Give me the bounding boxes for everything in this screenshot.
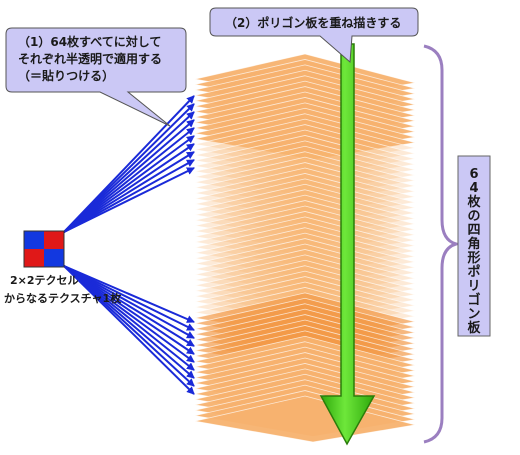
- texture-apply-arrow: [63, 159, 195, 233]
- texel-top-left: [24, 231, 44, 249]
- texture-apply-arrow: [63, 265, 195, 339]
- texture-apply-arrow: [63, 265, 195, 371]
- stack-label-char: リ: [467, 279, 480, 294]
- stack-brace: [423, 44, 462, 444]
- stack-label-char: の: [467, 209, 480, 224]
- texture-apply-arrow: [63, 143, 195, 233]
- draw-order-arrow: [319, 43, 376, 446]
- callout-apply-line-1: （1）64枚すべてに対して: [18, 34, 161, 49]
- stack-label-char: 板: [467, 320, 481, 336]
- callout-draw-plates: （2）ポリゴン板を重ね描きする: [209, 7, 419, 64]
- texture-apply-arrow: [63, 265, 195, 363]
- polygon-plate: [194, 395, 416, 443]
- stack-label-char: 角: [467, 236, 480, 252]
- texture-caption-line-2: からなるテクスチャ1枚: [4, 291, 122, 305]
- texel-bottom-right: [44, 249, 64, 267]
- texture-caption-line-1: 2×2テクセル: [10, 274, 79, 287]
- texture-apply-arrow: [63, 111, 195, 233]
- stack-label-char: 4: [469, 181, 478, 196]
- texture-apply-arrow: [63, 265, 195, 395]
- stack-count-label: 6 4 枚 の 四 角 形 ポ リ ゴ ン 板: [457, 155, 491, 337]
- stack-label-char: ポ: [467, 264, 480, 280]
- stack-label-char: 四: [467, 223, 480, 238]
- callout-apply-texture: （1）64枚すべてに対して それぞれ半透明で適用する （＝貼りつける）: [5, 27, 187, 127]
- stack-label-char: ン: [467, 307, 480, 322]
- texture-apply-arrow: [63, 127, 195, 233]
- texel-top-right: [44, 231, 64, 249]
- texture-apply-arrows: [63, 95, 195, 395]
- stack-label-char: ゴ: [467, 292, 480, 308]
- texture-apply-arrow: [63, 265, 195, 355]
- stack-label-char: 枚: [467, 194, 481, 210]
- texture-apply-arrow: [63, 265, 195, 347]
- texture-apply-arrow: [63, 265, 195, 331]
- stack-label-char: 6: [469, 167, 478, 182]
- texture-2x2-icon: [23, 230, 65, 268]
- callout-draw-text: （2）ポリゴン板を重ね描きする: [225, 15, 401, 30]
- texture-apply-arrow: [63, 151, 195, 233]
- texture-apply-arrow: [63, 135, 195, 233]
- callout-apply-line-2: それぞれ半透明で適用する: [18, 51, 162, 66]
- callout-apply-line-3: （＝貼りつける）: [18, 68, 114, 83]
- texture-apply-arrow: [63, 167, 195, 233]
- texture-apply-arrow: [63, 119, 195, 233]
- polygon-plate-stack: [194, 53, 416, 443]
- texture-apply-arrow: [63, 265, 195, 323]
- texel-bottom-left: [24, 249, 44, 267]
- stack-label-char: 形: [467, 251, 480, 266]
